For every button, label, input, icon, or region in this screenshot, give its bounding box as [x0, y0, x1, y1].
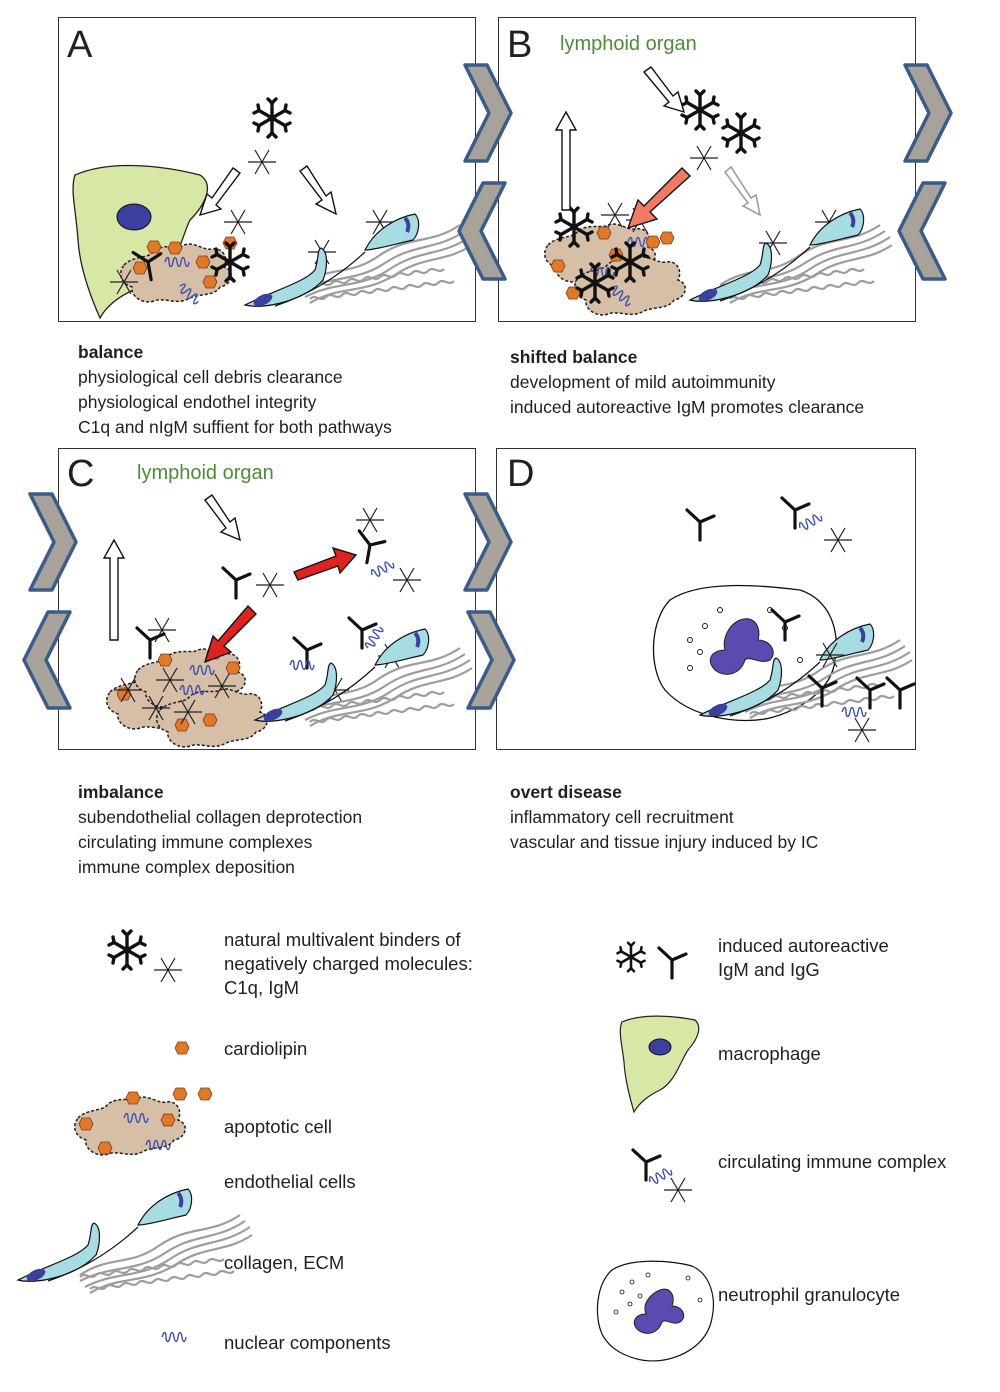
caption-d-line: inflammatory cell recruitment	[510, 807, 734, 827]
legend-immune-complex: circulating immune complex	[718, 1151, 947, 1172]
caption-b-title: shifted balance	[510, 347, 638, 367]
panel-c-organ-label: lymphoid organ	[137, 462, 274, 484]
panel-b-art	[543, 66, 894, 316]
caption-b: shifted balance development of mild auto…	[510, 345, 864, 420]
panel-a-art	[72, 97, 474, 320]
caption-a-title: balance	[78, 342, 144, 362]
caption-c: imbalance subendothelial collagen deprot…	[78, 780, 362, 880]
panel-c-letter: C	[67, 453, 95, 495]
legend-line: induced autoreactive	[718, 935, 889, 956]
caption-d-line: vascular and tissue injury induced by IC	[510, 832, 819, 852]
caption-a: balance physiological cell debris cleara…	[78, 340, 392, 440]
legend-line: negatively charged molecules:	[224, 953, 473, 974]
caption-c-line: subendothelial collagen deprotection	[78, 807, 363, 827]
legend-neutrophil-label: neutrophil granulocyte	[718, 1284, 901, 1305]
legend-natural-binders: natural multivalent binders of negativel…	[224, 928, 473, 1000]
legend-collagen: collagen, ECM	[224, 1252, 345, 1273]
legend-cardiolipin: cardiolipin	[224, 1038, 308, 1059]
neutrophil-nucleus	[709, 618, 774, 675]
legend-icons	[16, 929, 714, 1362]
panel-a-letter: A	[67, 24, 93, 66]
caption-a-line: physiological endothel integrity	[78, 392, 317, 412]
caption-c-line: immune complex deposition	[78, 857, 295, 877]
caption-b-line: development of mild autoimmunity	[510, 372, 776, 392]
legend-macrophage-label: macrophage	[718, 1043, 821, 1064]
legend-line: C1q, IgM	[224, 977, 300, 998]
panel-c-art	[102, 494, 474, 748]
legend-induced-autoreactive: induced autoreactive IgM and IgG	[718, 934, 889, 982]
caption-c-line: circulating immune complexes	[78, 832, 313, 852]
caption-d-title: overt disease	[510, 782, 622, 802]
panel-b-letter: B	[507, 24, 533, 66]
caption-d: overt disease inflammatory cell recruitm…	[510, 780, 818, 855]
legend-apoptotic-cell: apoptotic cell	[224, 1116, 332, 1137]
macrophage-nucleus	[116, 203, 152, 231]
legend-endothelial-cells: endothelial cells	[224, 1171, 356, 1192]
panel-d-letter: D	[507, 453, 535, 495]
legend-line: natural multivalent binders of	[224, 929, 461, 950]
panel-b-organ-label: lymphoid organ	[560, 33, 697, 55]
caption-a-line: C1q and nIgM suffient for both pathways	[78, 417, 392, 437]
panel-d-art	[652, 496, 916, 743]
caption-b-line: induced autoreactive IgM promotes cleara…	[510, 397, 865, 417]
caption-c-title: imbalance	[78, 782, 164, 802]
legend-nuclear-components: nuclear components	[224, 1332, 391, 1353]
legend-macrophage	[619, 1015, 700, 1114]
legend-line: IgM and IgG	[718, 959, 820, 980]
caption-a-line: physiological cell debris clearance	[78, 367, 343, 387]
